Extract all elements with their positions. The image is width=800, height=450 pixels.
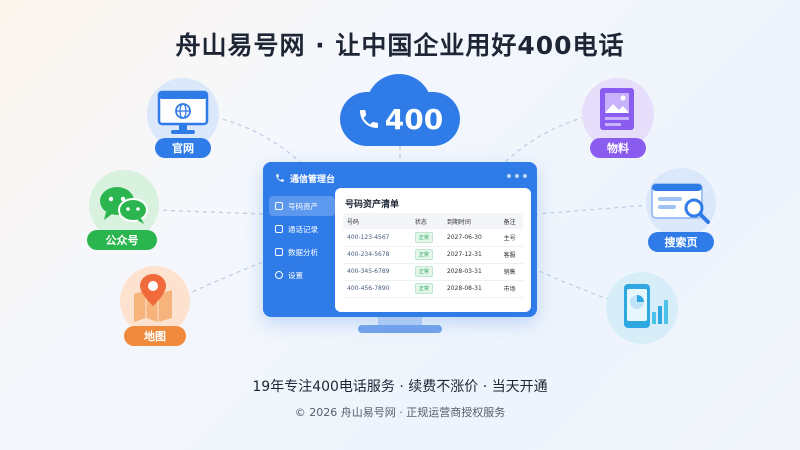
status-badge: 正常 bbox=[414, 266, 433, 277]
table-row[interactable]: 400-123-4567 正常 2027-06-30 主号 bbox=[343, 229, 523, 247]
search-node[interactable]: 搜索页 bbox=[640, 168, 720, 254]
search-page-icon bbox=[651, 183, 710, 224]
wechat-label: 公众号 bbox=[87, 230, 157, 250]
cell-note: 销售 bbox=[499, 263, 523, 281]
panel-title: 号码资产清单 bbox=[345, 200, 400, 210]
console-title-bar: 通信管理台 bbox=[275, 170, 335, 186]
cell-number: 400-123-4567 bbox=[343, 229, 411, 247]
cell-expires: 2027-06-30 bbox=[442, 229, 500, 247]
headline: 舟山易号网 · 让中国企业用好400电话 bbox=[175, 31, 625, 60]
brochure-icon bbox=[600, 88, 634, 130]
nav-label: 通话记录 bbox=[288, 224, 318, 234]
nav-item-call-log[interactable]: 通话记录 bbox=[269, 219, 335, 239]
cell-expires: 2028-03-31 bbox=[442, 263, 500, 281]
monitor-stand-base bbox=[358, 325, 442, 333]
console-sidebar: 号码资产 通话记录 数据分析 设置 bbox=[269, 196, 335, 288]
nav-label: 数据分析 bbox=[288, 247, 318, 257]
cell-note: 市场 bbox=[499, 280, 523, 298]
assets-table: 号码 状态 到期时间 备注 400-123-4567 正常 2027-06-30… bbox=[343, 213, 523, 298]
table-header-row: 号码 状态 到期时间 备注 bbox=[343, 213, 523, 229]
mobile-chart-icon bbox=[624, 284, 668, 328]
column-header: 到期时间 bbox=[442, 213, 500, 229]
nav-item-analytics[interactable]: 数据分析 bbox=[269, 242, 335, 262]
website-label: 官网 bbox=[155, 138, 211, 158]
phone-icon bbox=[276, 174, 284, 182]
table-row[interactable]: 400-345-6789 正常 2028-03-31 销售 bbox=[343, 263, 523, 281]
console-title: 通信管理台 bbox=[290, 174, 336, 185]
website-node[interactable]: 官网 bbox=[145, 78, 225, 164]
column-header: 状态 bbox=[410, 213, 443, 229]
call-log-icon bbox=[275, 225, 283, 233]
materials-node[interactable]: 物料 bbox=[578, 78, 658, 164]
column-header: 备注 bbox=[499, 213, 523, 229]
monitor-stand-neck bbox=[378, 317, 422, 325]
nav-label: 号码资产 bbox=[288, 201, 318, 211]
materials-label: 物料 bbox=[590, 138, 646, 158]
table-row[interactable]: 400-234-5678 正常 2027-12-31 客服 bbox=[343, 246, 523, 264]
mobile-node[interactable] bbox=[604, 270, 684, 350]
cloud-number: 400 bbox=[384, 102, 444, 136]
cell-note: 客服 bbox=[499, 246, 523, 264]
cloud-400-badge: 400 bbox=[340, 74, 460, 146]
cell-expires: 2027-12-31 bbox=[442, 246, 500, 264]
cell-number: 400-345-6789 bbox=[343, 263, 411, 281]
cell-note: 主号 bbox=[499, 229, 523, 247]
cell-number: 400-456-7890 bbox=[343, 280, 411, 298]
cell-expires: 2028-08-31 bbox=[442, 280, 500, 298]
status-badge: 正常 bbox=[414, 283, 433, 294]
map-node[interactable]: 地图 bbox=[116, 266, 194, 350]
cell-number: 400-234-5678 bbox=[343, 246, 411, 264]
assets-panel: 号码资产清单 号码 状态 到期时间 备注 400-123-4567 正常 202… bbox=[335, 188, 531, 312]
assets-icon bbox=[275, 202, 283, 210]
nav-label: 设置 bbox=[288, 270, 303, 280]
wechat-node[interactable]: 公众号 bbox=[85, 170, 163, 254]
wechat-icon bbox=[100, 187, 148, 224]
status-badge: 正常 bbox=[414, 249, 433, 260]
map-pin-icon bbox=[134, 274, 172, 322]
analytics-icon bbox=[275, 248, 283, 256]
table-row[interactable]: 400-456-7890 正常 2028-08-31 市场 bbox=[343, 280, 523, 298]
settings-icon bbox=[275, 271, 283, 279]
column-header: 号码 bbox=[343, 213, 411, 229]
window-dots bbox=[507, 174, 527, 178]
website-monitor-icon bbox=[157, 90, 209, 134]
search-label: 搜索页 bbox=[648, 232, 714, 252]
copyright: © 2026 舟山易号网 · 正规运营商授权服务 bbox=[294, 406, 506, 419]
nav-item-assets[interactable]: 号码资产 bbox=[269, 196, 335, 216]
status-badge: 正常 bbox=[414, 231, 433, 243]
console-monitor: 通信管理台 号码资产 通话记录 数据分析 设置 号码资产清单 号码 状态 bbox=[263, 162, 537, 317]
tagline: 19年专注400电话服务 · 续费不涨价 · 当天开通 bbox=[252, 379, 548, 395]
map-label: 地图 bbox=[124, 326, 186, 346]
phone-icon bbox=[359, 110, 378, 128]
cloud-shape-base bbox=[340, 92, 460, 146]
nav-item-settings[interactable]: 设置 bbox=[269, 265, 335, 285]
